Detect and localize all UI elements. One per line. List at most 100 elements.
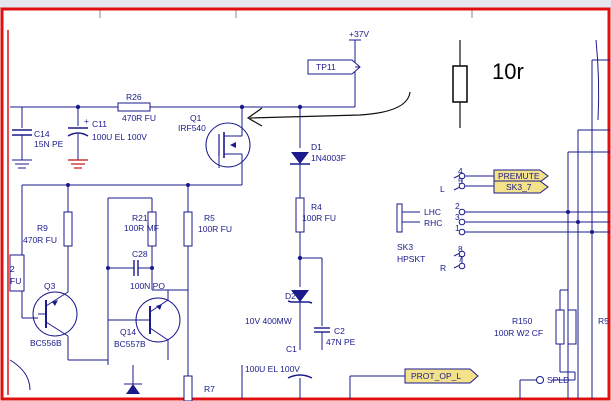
- left-jack-symbol: [453, 173, 463, 191]
- r150-resistor-a: [555, 309, 565, 345]
- q1-mosfet: [205, 122, 251, 168]
- r5-resistor: [183, 211, 193, 247]
- c14-ref: C14: [34, 129, 50, 139]
- junction-bus-3: [590, 230, 594, 234]
- left-cut-resistor: [9, 254, 25, 292]
- r26-value: 470R FU: [122, 113, 156, 123]
- red-frame: [0, 7, 611, 401]
- c1-ref: C1: [286, 344, 297, 354]
- d2-value: 10V 400MW: [245, 316, 292, 326]
- c28-value: 100N PO: [130, 281, 165, 291]
- q3-transistor: [32, 291, 78, 337]
- c1-plate: [287, 374, 313, 379]
- c2-ref: C2: [334, 326, 345, 336]
- c2-value: 47N PE: [326, 337, 356, 347]
- d2-zener: [291, 290, 309, 302]
- r4-ref: R4: [311, 202, 322, 212]
- r21-value: 100R MF: [124, 223, 159, 233]
- right-jack-pin-top-number: 8: [458, 244, 463, 254]
- right-jack-symbol: [453, 251, 463, 269]
- testpoint-tag: [307, 59, 361, 75]
- r150-value: 100R W2 CF: [494, 328, 543, 338]
- net-tag-prot-op-l-label: PROT_OP_L: [411, 371, 461, 381]
- q3-ref: Q3: [44, 281, 56, 291]
- left-jack-pin-bottom-number: 5: [458, 176, 463, 186]
- q14-arrow: [156, 304, 162, 310]
- c28-ref: C28: [132, 249, 148, 259]
- r5-right-ref: R5: [598, 316, 609, 326]
- r9-resistor: [63, 211, 73, 247]
- net-tag-sk3-7: [493, 180, 549, 194]
- right-edge-curve: [595, 39, 600, 121]
- annotation-arrow-head: [246, 107, 263, 127]
- testpoint-label: TP11: [316, 62, 336, 72]
- right-jack-label: R: [440, 263, 446, 273]
- right-jack-pin-bottom: [458, 262, 466, 270]
- left-cut-resistor-value-2: FU: [10, 276, 21, 286]
- r7-resistor: [183, 375, 193, 401]
- left-jack-pin-bottom: [458, 182, 466, 190]
- right-jack-pin-bottom-number: 7: [458, 254, 463, 264]
- c14-value: 15N PE: [34, 139, 64, 149]
- q3-emitter: [45, 321, 69, 337]
- d2-ref: D2: [285, 291, 296, 301]
- r5-ref: R5: [204, 213, 215, 223]
- annotation-resistor: [452, 65, 468, 103]
- r9-ref: R9: [37, 223, 48, 233]
- sk3-pin-1-number: 1: [455, 223, 460, 233]
- supply-label: +37V: [349, 29, 369, 39]
- sk3-pin-lhc-number: 2: [455, 201, 460, 211]
- sk3-pin-rhc: [458, 218, 466, 226]
- annotation-arrow: [249, 91, 411, 119]
- net-tag-premute: [493, 169, 549, 183]
- q1-value: IRF540: [178, 123, 206, 133]
- c11-polarity: +: [84, 116, 89, 126]
- c11-value: 100U EL 100V: [92, 132, 147, 142]
- d1-diode: [291, 152, 309, 164]
- r7-ref: R7: [204, 384, 215, 394]
- d1-ref: D1: [311, 142, 322, 152]
- r26-ref: R26: [126, 92, 142, 102]
- net-tag-sk3-7-label: SK3_7: [506, 182, 532, 192]
- annotation-resistor-value: 10r: [492, 59, 524, 84]
- q3-value: BC556B: [30, 338, 62, 348]
- r26-resistor: [117, 102, 151, 112]
- sk3-pin-lhc: [458, 208, 466, 216]
- sk3-value: HPSKT: [397, 254, 425, 264]
- r9-value: 470R FU: [23, 235, 57, 245]
- r5-value: 100R FU: [198, 224, 232, 234]
- bottom-left-arc: [9, 359, 31, 391]
- spld-testpoint: [536, 376, 544, 384]
- sk3-pin-1: [458, 228, 466, 236]
- junction-r9: [66, 183, 70, 187]
- c11-ground-icon: [68, 159, 88, 169]
- r150-resistor-b: [567, 309, 577, 345]
- r150-ref: R150: [512, 316, 533, 326]
- junction-bus-1: [566, 210, 570, 214]
- d1-value: 1N4003F: [311, 153, 346, 163]
- c11-ref: C11: [92, 119, 107, 129]
- right-jack-pin-top: [458, 250, 466, 258]
- left-jack-pin-top-number: 4: [458, 166, 463, 176]
- q3-arrow: [52, 300, 58, 306]
- q3-collector: [45, 291, 69, 307]
- q1-arrow: [230, 142, 236, 148]
- q14-collector: [149, 327, 169, 341]
- q14-value: BC557B: [114, 339, 146, 349]
- net-tag-prot-op-l: [404, 368, 479, 384]
- sk3-ref: SK3: [397, 242, 413, 252]
- left-jack-label: L: [440, 184, 445, 194]
- q14-ref: Q14: [120, 327, 136, 337]
- c1-value: 100U EL 100V: [245, 364, 300, 374]
- q1-ref: Q1: [190, 113, 202, 123]
- net-tag-premute-label: PREMUTE: [498, 171, 540, 181]
- junction-bus-2: [576, 220, 580, 224]
- c14-ground-icon: [12, 159, 32, 169]
- bottom-zener: [126, 384, 140, 394]
- r21-ref: R21: [132, 213, 148, 223]
- top-band: [0, 0, 611, 8]
- sk3-jack-body: [396, 203, 403, 233]
- left-jack-pin-top: [458, 172, 466, 180]
